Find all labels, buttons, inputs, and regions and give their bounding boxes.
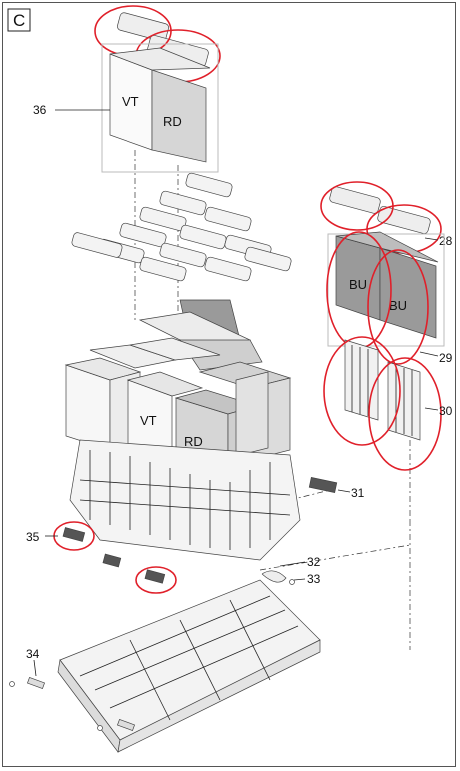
module-label-rd-stack: RD [184,434,203,449]
callout-31: 31 [351,486,365,500]
bracket-plate-grid [71,172,292,282]
bottom-frame [9,579,321,753]
connector-misc [102,553,166,584]
callout-29: 29 [439,351,453,365]
section-label: C [13,11,25,30]
diagram-frame [2,2,456,767]
highlight-ellipse [135,566,177,594]
callout-32: 32 [307,555,321,569]
highlight-ellipse [323,336,401,446]
callout-36: 36 [33,103,47,117]
callout-30: 30 [439,404,453,418]
highlight-ellipse [368,357,442,471]
module-label-bu-right: BU [389,298,407,313]
module-label-rd: RD [163,114,182,129]
module-vt-rd-top: VT RD [101,43,219,173]
module-label-vt: VT [122,94,139,109]
section-marker: C [7,8,31,32]
rack-base-assembly [69,439,301,561]
module-bu: BU BU [327,231,445,347]
clip-32-33 [261,570,295,585]
connector-31 [308,476,338,494]
callout-35: 35 [26,530,40,544]
callout-33: 33 [307,572,321,586]
highlight-ellipse [367,249,429,365]
module-label-bu-left: BU [349,277,367,292]
connector-35 [62,527,86,542]
module-label-vt-stack: VT [140,413,157,428]
callout-34: 34 [26,647,40,661]
callout-28: 28 [439,234,453,248]
